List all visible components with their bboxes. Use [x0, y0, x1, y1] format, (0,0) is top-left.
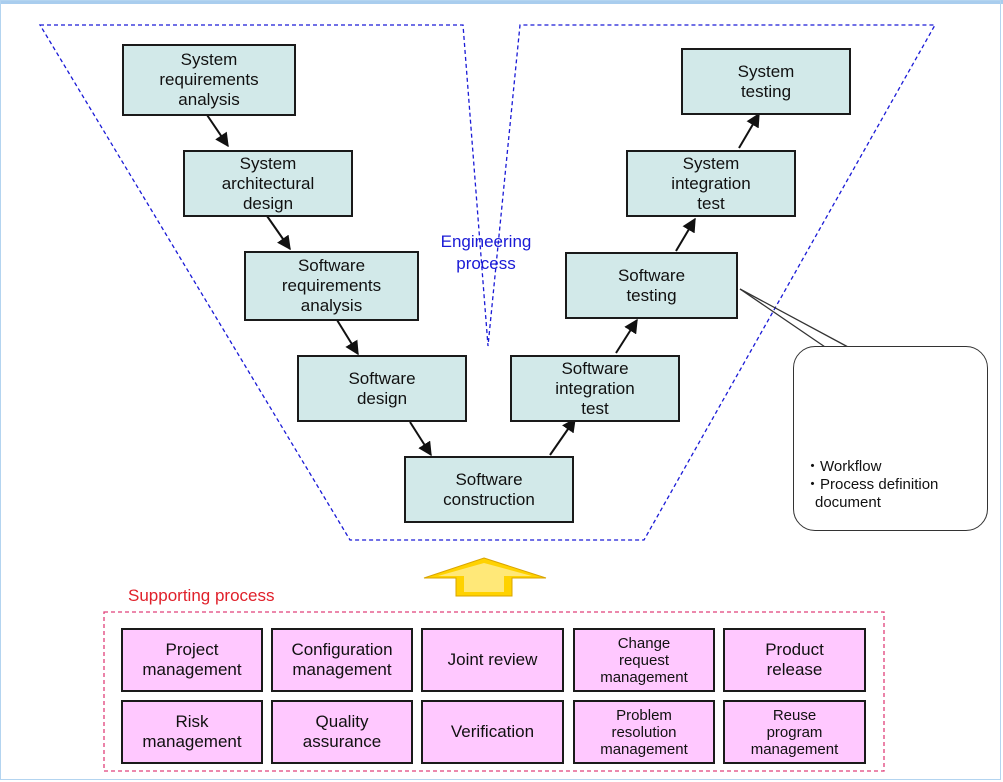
callout-item-document: document — [815, 494, 881, 511]
support-project-management: Project management — [121, 628, 263, 692]
step-system-testing: System testing — [681, 48, 851, 115]
arrow-sysint-to-systesting — [738, 112, 760, 149]
engineering-process-outline — [38, 24, 937, 541]
support-reuse-program-management: Reuse program management — [723, 700, 866, 764]
callout-item-process-definition: ・Process definition — [805, 476, 939, 493]
support-joint-review: Joint review — [421, 628, 564, 692]
step-software-requirements-analysis: Software requirements analysis — [244, 251, 419, 321]
support-risk-management: Risk management — [121, 700, 263, 764]
step-system-requirements-analysis: System requirements analysis — [122, 44, 296, 116]
step-system-integration-test: System integration test — [626, 150, 796, 217]
arrow-sysreq-to-sysarch — [204, 111, 229, 148]
frame-top-bar — [0, 0, 1003, 4]
arrow-swtesting-to-sysint — [675, 217, 696, 252]
arrow-construction-to-integration — [549, 417, 576, 456]
callout-bubble — [793, 346, 988, 531]
support-verification: Verification — [421, 700, 564, 764]
callout-pointer — [739, 288, 829, 350]
support-configuration-management: Configuration management — [271, 628, 413, 692]
callout-item-workflow: ・Workflow — [805, 458, 882, 475]
arrow-integration-to-swtesting — [615, 318, 638, 354]
engineering-process-label: Engineering process — [440, 232, 532, 273]
step-software-testing: Software testing — [565, 252, 738, 319]
step-software-integration-test: Software integration test — [510, 355, 680, 422]
arrow-swreq-to-swdesign — [336, 319, 359, 356]
arrow-swdesign-to-construction — [409, 421, 432, 457]
step-software-construction: Software construction — [404, 456, 574, 523]
callout-text: ・Workflow ・Process definition document — [805, 458, 985, 512]
step-software-design: Software design — [297, 355, 467, 422]
support-problem-resolution-management: Problem resolution management — [573, 700, 715, 764]
support-product-release: Product release — [723, 628, 866, 692]
step-system-architectural-design: System architectural design — [183, 150, 353, 217]
support-change-request-management: Change request management — [573, 628, 715, 692]
supporting-process-label: Supporting process — [128, 586, 275, 605]
support-quality-assurance: Quality assurance — [271, 700, 413, 764]
arrow-sysarch-to-swreq — [266, 215, 291, 251]
